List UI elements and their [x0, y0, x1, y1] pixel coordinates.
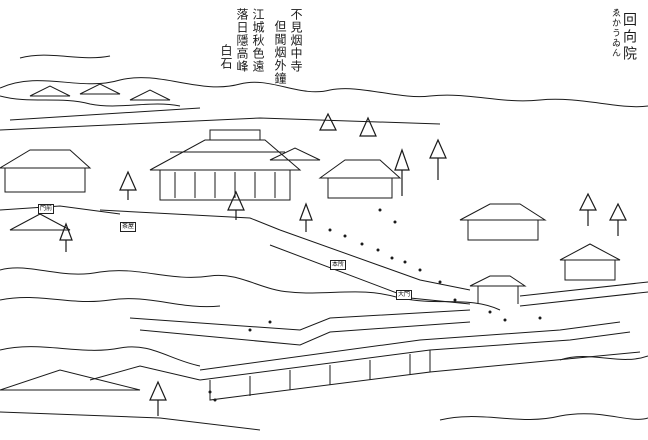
left-buildings: [0, 149, 121, 231]
signboard: 大門: [396, 290, 413, 300]
pedestrians: [208, 208, 542, 402]
poem-line-3: 江城秋色遠: [251, 8, 265, 73]
poem-line-2: 但聞烟外鐘: [273, 20, 287, 85]
signboard: 門前: [38, 204, 55, 214]
place-caption: 回向院: [621, 12, 637, 63]
poem-signature: 白石: [219, 44, 233, 70]
trees: [59, 112, 627, 416]
poem-line-1: 不見烟中寺: [289, 8, 303, 73]
precinct-walls: [99, 209, 648, 346]
side-hall: [269, 147, 402, 199]
lower-left-roofs: [0, 365, 261, 431]
precinct-gate: [469, 275, 527, 304]
right-pavilion: [459, 203, 621, 281]
main-hall: [149, 129, 302, 201]
poem-line-4: 落日隱高峰: [235, 8, 249, 73]
signboard: 本所: [330, 260, 347, 270]
signboard: 茶屋: [120, 222, 137, 232]
caption-reading: ゑかうゐん: [610, 8, 620, 58]
distant-buildings: [0, 83, 441, 131]
cloud-bands: [0, 54, 648, 421]
row-houses: [199, 321, 641, 401]
